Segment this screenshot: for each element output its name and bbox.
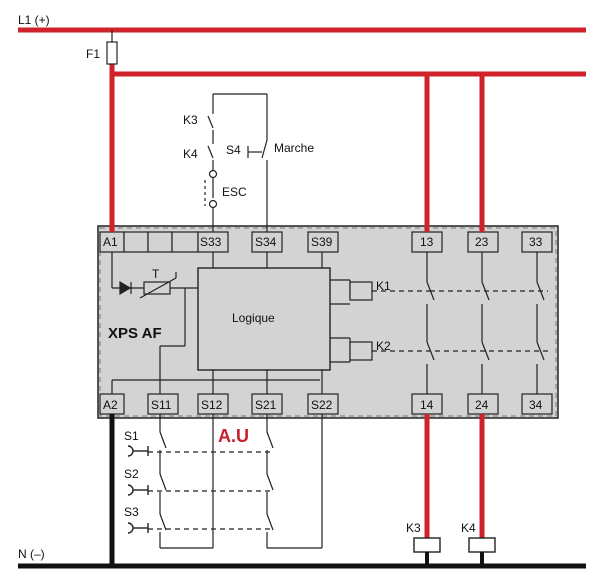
logic-label: Logique [232, 311, 275, 325]
estop-s2-label: S2 [124, 467, 139, 481]
timer-label: T [152, 267, 160, 281]
terminal-s11: S11 [151, 398, 172, 412]
fuse-icon [106, 30, 118, 65]
module-dashed-border [99, 227, 557, 417]
estop-label: A.U [218, 426, 249, 446]
terminal-13: 13 [420, 235, 434, 249]
estop-s3-icon [127, 522, 149, 534]
control-circuit [207, 93, 268, 232]
terminal-s21: S21 [255, 398, 277, 412]
estop-s1-icon [127, 445, 149, 457]
estop-wiring [148, 414, 323, 549]
terminal-s34: S34 [255, 235, 277, 249]
contact-k3-label: K3 [183, 113, 198, 127]
rail-n-label: N (–) [18, 547, 45, 561]
coil-k3 [413, 537, 441, 566]
terminal-a1: A1 [103, 235, 118, 249]
estop-s1-label: S1 [124, 429, 139, 443]
coil-k4 [468, 537, 496, 566]
terminal-14: 14 [420, 398, 434, 412]
coil-k3-label: K3 [406, 521, 421, 535]
power-rails [18, 27, 586, 538]
switch-s4-label: S4 [226, 143, 241, 157]
estop-s3-label: S3 [124, 505, 139, 519]
neutral-rail [18, 414, 586, 569]
terminal-24: 24 [475, 398, 489, 412]
module-name: XPS AF [108, 325, 162, 342]
terminal-34: 34 [529, 398, 543, 412]
esc-label: ESC [222, 185, 247, 199]
terminal-33: 33 [529, 235, 543, 249]
esc-contact [204, 169, 218, 209]
timer-icon [139, 272, 177, 299]
estop-s2-icon [127, 484, 149, 496]
coil-k4-label: K4 [461, 521, 476, 535]
terminal-a2: A2 [103, 398, 118, 412]
contact-k4-label: K4 [183, 147, 198, 161]
terminal-s33: S33 [200, 235, 222, 249]
rail-l1-label: L1 (+) [18, 13, 50, 27]
diode-icon [119, 280, 132, 296]
marche-label: Marche [274, 141, 314, 155]
terminal-s39: S39 [311, 235, 333, 249]
relay-k2-label: K2 [376, 339, 391, 353]
terminal-23: 23 [475, 235, 489, 249]
fuse-label: F1 [86, 47, 100, 61]
terminal-s12: S12 [201, 398, 223, 412]
logic-block [197, 267, 331, 371]
terminal-s22: S22 [311, 398, 333, 412]
relay-k1-label: K1 [376, 279, 391, 293]
